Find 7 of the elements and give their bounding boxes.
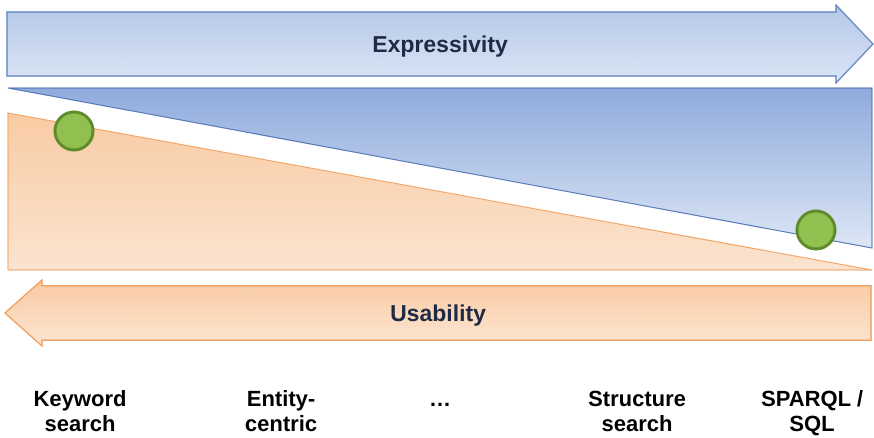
arrow-label: Expressivity	[371, 30, 509, 58]
category-label: Entity-centric	[244, 386, 318, 436]
arrow-label: Usability	[389, 299, 487, 327]
category-label: Structure search	[587, 386, 687, 436]
category-label: …	[428, 386, 452, 411]
category-label: Keyword search	[32, 386, 128, 436]
category-label: SPARQL / SQL	[760, 386, 864, 436]
